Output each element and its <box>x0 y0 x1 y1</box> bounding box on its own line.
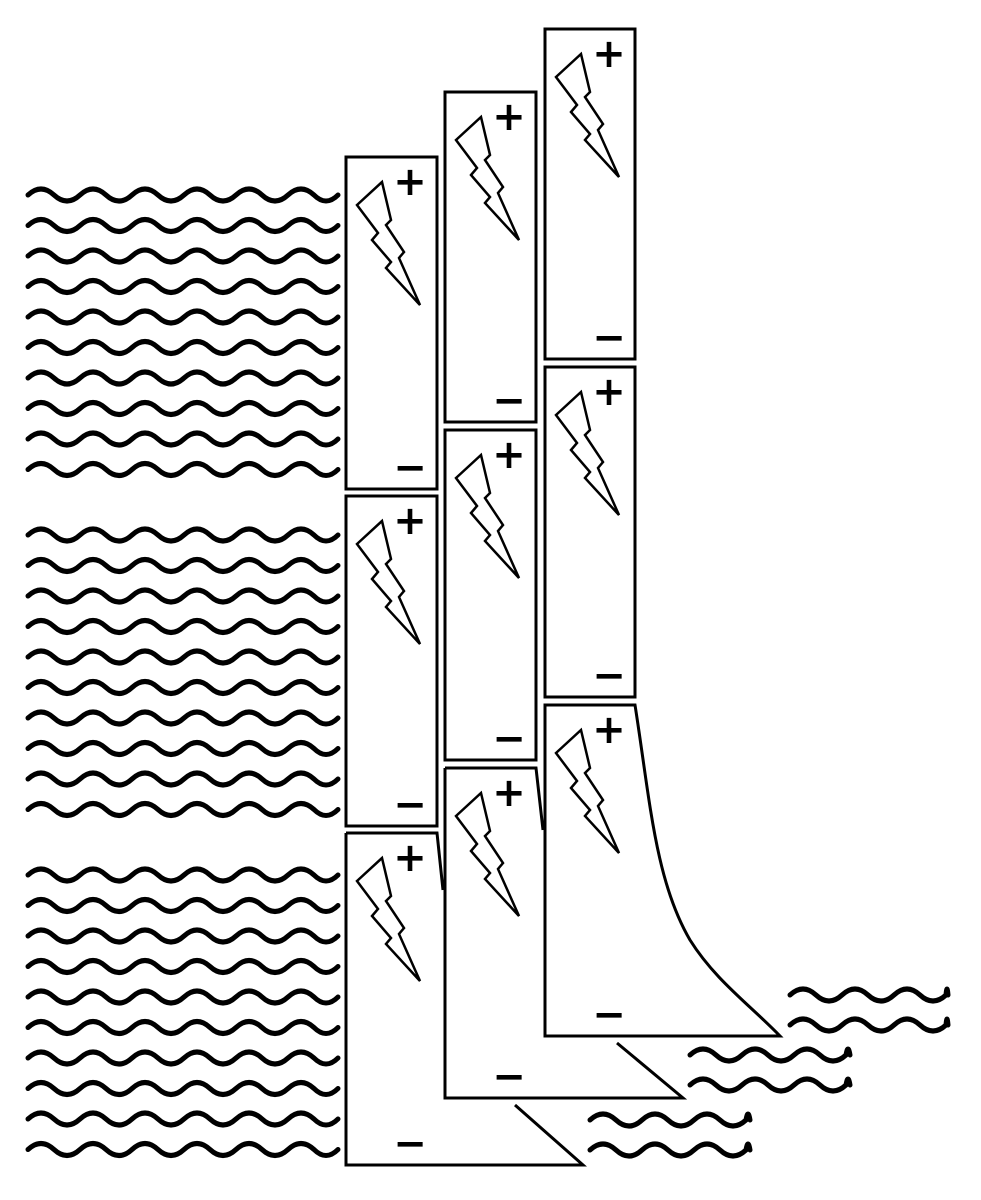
wave-icon <box>25 557 341 574</box>
negative-terminal-label: − <box>592 992 626 1038</box>
wave-icon <box>25 461 341 478</box>
positive-terminal-label: + <box>592 31 626 77</box>
battery-icon: +− <box>344 831 587 1167</box>
wave-icon <box>25 1049 341 1067</box>
wave-icon <box>25 1080 341 1097</box>
negative-terminal-label: − <box>492 378 526 424</box>
wave-icon <box>25 1141 341 1158</box>
lightning-bolt-icon <box>454 790 521 917</box>
wave-icon <box>25 740 341 757</box>
wave-icon <box>25 526 341 544</box>
battery-icon: +− <box>443 428 538 762</box>
battery-body <box>443 766 688 1100</box>
wave-icon <box>25 308 341 326</box>
negative-terminal-label: − <box>592 315 626 361</box>
wave-icon <box>25 897 341 914</box>
lightning-bolt-icon <box>355 855 422 982</box>
positive-terminal-label: + <box>492 94 526 140</box>
battery-icon: +− <box>443 90 538 424</box>
wave-icon <box>25 217 341 234</box>
negative-terminal-label: − <box>393 445 427 491</box>
wave-icon <box>25 618 341 635</box>
wave-icon <box>25 1019 341 1036</box>
battery-icon: +− <box>344 155 439 491</box>
wave-icon <box>25 186 341 204</box>
negative-terminal-label: − <box>592 653 626 699</box>
battery-icon: +− <box>344 494 439 828</box>
positive-terminal-label: + <box>393 498 427 544</box>
negative-terminal-label: − <box>492 1054 526 1100</box>
battery-icon: +− <box>543 365 637 699</box>
wave-icon <box>25 866 341 884</box>
wave-icon <box>25 709 341 727</box>
lightning-bolt-icon <box>355 518 422 645</box>
lightning-bolt-icon <box>355 179 422 306</box>
wave-icon <box>25 988 341 1006</box>
wave-icon <box>25 400 341 417</box>
wave-icon <box>787 1016 951 1034</box>
wave-icon <box>25 278 341 295</box>
wave-icon <box>25 770 341 788</box>
wave-icon <box>787 986 951 1004</box>
lightning-bolt-icon <box>454 114 521 241</box>
lightning-bolt-icon <box>454 452 521 579</box>
battery-icon: +− <box>543 27 637 361</box>
wave-icon <box>587 1141 753 1159</box>
negative-terminal-label: − <box>492 716 526 762</box>
wave-icon <box>25 430 341 448</box>
battery-icon: +− <box>443 766 688 1100</box>
wave-icon <box>587 1111 753 1129</box>
positive-terminal-label: + <box>592 369 626 415</box>
lightning-bolt-icon <box>554 727 621 854</box>
wave-icon <box>25 339 341 356</box>
wave-icon <box>25 247 341 265</box>
lightning-bolt-icon <box>554 389 621 516</box>
wave-icon <box>25 801 341 818</box>
positive-terminal-label: + <box>592 707 626 753</box>
wave-icon <box>25 927 341 945</box>
wave-icon <box>687 1046 853 1064</box>
wave-icon <box>25 369 341 387</box>
battery-body <box>543 703 784 1038</box>
negative-terminal-label: − <box>393 1121 427 1167</box>
wave-icon <box>25 679 341 696</box>
wave-icon <box>25 958 341 975</box>
positive-terminal-label: + <box>393 159 427 205</box>
positive-terminal-label: + <box>492 432 526 478</box>
wave-icon <box>25 648 341 666</box>
negative-terminal-label: − <box>393 782 427 828</box>
wave-icon <box>25 1110 341 1128</box>
positive-terminal-label: + <box>393 835 427 881</box>
battery-icon: +− <box>543 703 784 1038</box>
wave-icon <box>25 587 341 605</box>
battery-body <box>344 831 587 1167</box>
positive-terminal-label: + <box>492 770 526 816</box>
wave-icon <box>687 1076 853 1094</box>
lightning-bolt-icon <box>554 51 621 178</box>
